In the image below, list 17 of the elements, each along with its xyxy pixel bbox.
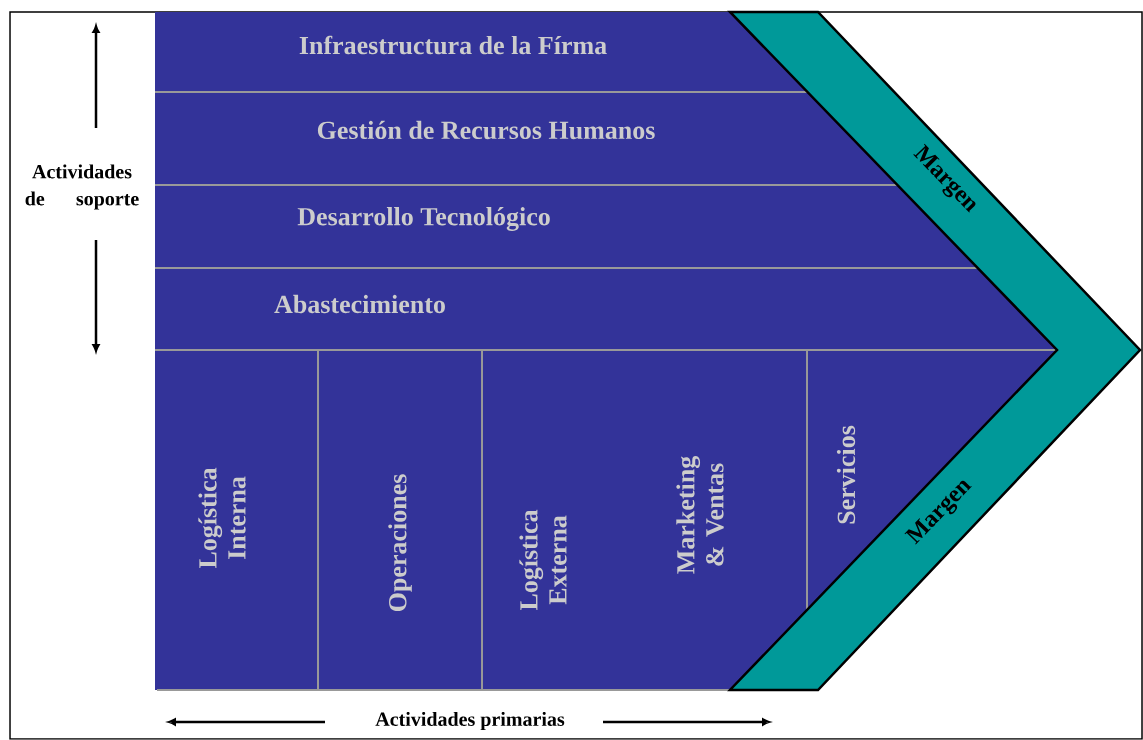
node-label: Logística Externa (519, 509, 567, 611)
node-label: Abastecimiento (274, 294, 445, 314)
support-activity-band: Abastecimiento (155, 268, 1057, 350)
section-label: Actividades de soporte (25, 164, 139, 210)
primary-activity-column: Logística Externa (482, 350, 645, 690)
primary-activity-column: Operaciones (318, 350, 482, 690)
node-label: Desarrollo Tecnológico (297, 207, 550, 231)
primary-activity-column: Logística Interna (155, 350, 318, 690)
primary-activity-column: Marketing & Ventas (645, 350, 807, 690)
node-label: Logística Interna (198, 467, 246, 569)
node-label: Gestión de Recursos Humanos (317, 120, 655, 140)
support-activity-band: Gestión de Recursos Humanos (155, 92, 898, 185)
node-label: Infraestructura de la Fírma (299, 35, 607, 55)
node-label: Operaciones (388, 474, 412, 612)
section-label: Actividades primarias (375, 711, 565, 731)
node-label: Marketing & Ventas (676, 456, 724, 574)
node-label: Servicios (836, 425, 856, 524)
